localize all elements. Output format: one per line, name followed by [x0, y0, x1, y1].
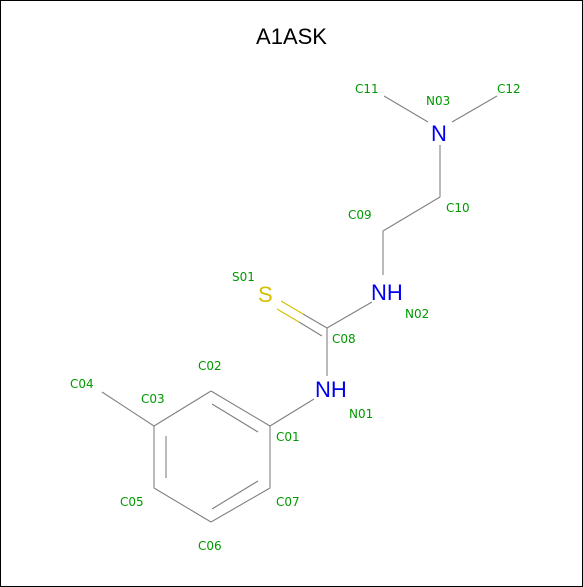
name-s01: S01 — [232, 270, 255, 284]
name-c11: C11 — [355, 82, 379, 96]
label-s01: S — [258, 282, 273, 307]
bond-n03-c11 — [383, 95, 429, 123]
name-c12: C12 — [497, 82, 521, 96]
bond-c06-c07 — [210, 487, 271, 523]
name-c01: C01 — [276, 430, 300, 444]
label-n02: NH — [371, 280, 403, 305]
name-c04: C04 — [70, 377, 94, 391]
name-c06: C06 — [198, 539, 222, 553]
bond-c08-s01-c — [298, 321, 323, 337]
element-labels: NH NH N S — [258, 121, 447, 402]
bonds — [101, 95, 498, 523]
bond-n03-c12 — [451, 95, 498, 123]
bond-c06-c07-inner — [211, 480, 259, 510]
name-n02: N02 — [405, 307, 429, 321]
bond-c08-s01-d — [276, 308, 300, 323]
bond-c01-c02-inner — [211, 403, 259, 433]
bond-c08-s01-double — [276, 300, 328, 337]
name-n01: N01 — [349, 407, 373, 421]
bond-c01-c02 — [210, 390, 271, 427]
bond-c08-s01-a — [302, 313, 328, 329]
bond-c05-c06 — [153, 487, 212, 523]
bond-c08-s01-b — [280, 300, 304, 315]
bond-c01-n01 — [269, 398, 315, 427]
name-c03: C03 — [141, 392, 165, 406]
bond-c03-c04 — [101, 391, 155, 427]
bond-c08-n02 — [326, 301, 373, 329]
label-n01: NH — [315, 377, 347, 402]
name-c02: C02 — [198, 359, 222, 373]
name-n03: N03 — [426, 94, 450, 108]
atom-names: C01 C02 C03 C04 C05 C06 C07 C08 C09 C10 … — [70, 82, 521, 553]
label-n03: N — [431, 121, 447, 146]
bond-c09-c10 — [382, 196, 441, 232]
bond-c02-c03 — [153, 390, 212, 427]
molecule-title: A1ASK — [256, 24, 327, 49]
name-c09: C09 — [348, 208, 372, 222]
name-c05: C05 — [120, 495, 144, 509]
name-c08: C08 — [332, 332, 356, 346]
name-c07: C07 — [276, 495, 300, 509]
name-c10: C10 — [446, 201, 470, 215]
